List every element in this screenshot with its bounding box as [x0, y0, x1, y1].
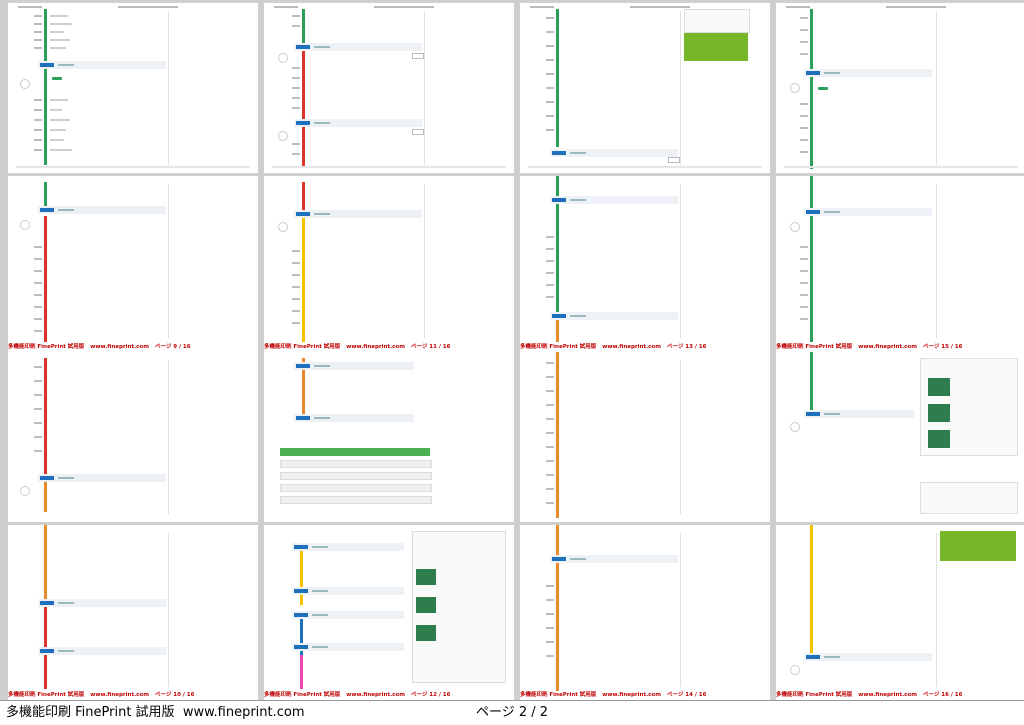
- thumb-page-a2: [264, 3, 514, 173]
- thumb-page-d2: [264, 525, 514, 695]
- thumb-page-a3: [520, 3, 770, 173]
- search-form-row: [280, 460, 432, 468]
- thumb-page-b4: [776, 176, 1024, 346]
- thumb-page-d4: [776, 525, 1024, 695]
- thumb-page-c4: [776, 352, 1024, 522]
- thumb-page-d1: [8, 525, 258, 695]
- thumb-page-d3: [520, 525, 770, 695]
- footer-site: www.fineprint.com: [182, 705, 305, 720]
- station-block: [38, 61, 166, 69]
- thumb-page-b2: [264, 176, 514, 346]
- route-rail: [44, 69, 47, 165]
- search-form-header: [280, 448, 430, 456]
- thumb-page-b3: [520, 176, 770, 346]
- thumb-page-a4: [776, 3, 1024, 173]
- route-rail: [44, 9, 47, 61]
- footer-product: 多機能印刷 FinePrint 試用版 www.fineprint.com: [6, 705, 305, 720]
- thumb-page-c3: [520, 352, 770, 522]
- thumb-page-a1: [8, 3, 258, 173]
- print-footer: 多機能印刷 FinePrint 試用版 www.fineprint.com ペー…: [0, 700, 1024, 725]
- app-ad-banner: [684, 33, 748, 61]
- footer-page-number: ページ 2 / 2: [476, 705, 549, 720]
- thumb-page-b1: [8, 176, 258, 346]
- thumb-page-c1: [8, 352, 258, 522]
- thumb-page-c2: [264, 352, 514, 522]
